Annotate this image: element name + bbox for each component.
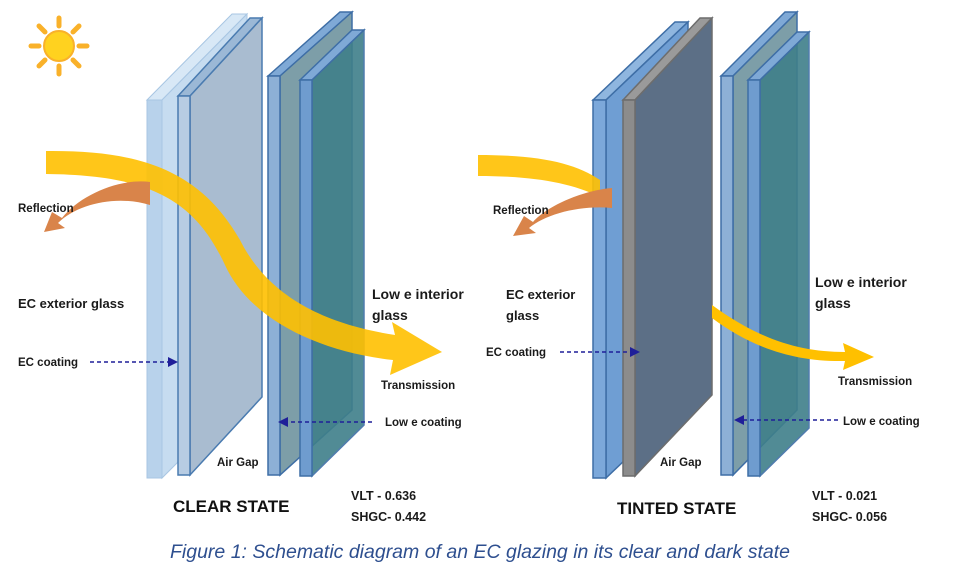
tinted-transmission-label: Transmission — [838, 376, 912, 388]
clear-reflection-label: Reflection — [18, 203, 74, 215]
tinted-low-e-interior-glass — [719, 10, 811, 478]
tinted-reflection-label: Reflection — [493, 205, 549, 217]
clear-low-e-interior-glass — [266, 10, 366, 478]
tinted-shgc-value: SHGC- 0.056 — [812, 510, 887, 524]
tinted-reflection-arrow — [513, 188, 612, 236]
tinted-transmission-arrow — [712, 305, 874, 370]
clear-ec-coating-label: EC coating — [18, 357, 78, 369]
tinted-low-e-interior-label-2: glass — [815, 295, 851, 311]
clear-low-e-interior-label-2: glass — [372, 307, 408, 323]
clear-transmission-label: Transmission — [381, 380, 455, 392]
tinted-state-title: TINTED STATE — [617, 499, 736, 518]
clear-low-e-coating-label: Low e coating — [385, 417, 462, 429]
tinted-air-gap-label: Air Gap — [660, 457, 702, 469]
figure-caption: Figure 1: Schematic diagram of an EC gla… — [170, 541, 790, 563]
clear-state-panel: Reflection EC exterior glass EC coating … — [18, 10, 464, 524]
tinted-low-e-interior-label-1: Low e interior — [815, 274, 907, 290]
tinted-state-panel: Reflection EC exterior glass EC coating … — [478, 10, 920, 524]
tinted-ec-exterior-label-2: glass — [506, 308, 539, 323]
clear-air-gap-label: Air Gap — [217, 457, 259, 469]
clear-reflection-arrow — [44, 181, 150, 232]
sun-icon — [28, 15, 90, 77]
tinted-ec-coating-label: EC coating — [486, 347, 546, 359]
clear-low-e-interior-label-1: Low e interior — [372, 286, 464, 302]
clear-shgc-value: SHGC- 0.442 — [351, 510, 426, 524]
clear-ec-exterior-label: EC exterior glass — [18, 296, 124, 311]
tinted-ec-coating-panel — [621, 16, 714, 478]
clear-state-title: CLEAR STATE — [173, 497, 289, 516]
tinted-incoming-light-arrow — [478, 155, 600, 197]
tinted-ec-exterior-label-1: EC exterior — [506, 287, 575, 302]
clear-transmission-arrow — [46, 150, 442, 375]
clear-vlt-value: VLT - 0.636 — [351, 489, 416, 503]
tinted-vlt-value: VLT - 0.021 — [812, 489, 877, 503]
tinted-low-e-coating-label: Low e coating — [843, 416, 920, 428]
